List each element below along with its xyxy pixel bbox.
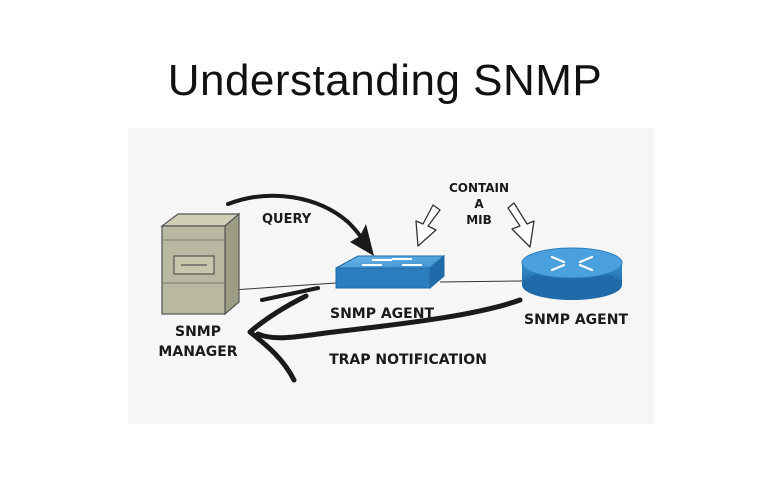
page-title: Understanding SNMP: [167, 56, 603, 105]
switch-icon: [335, 254, 446, 290]
contain-label-line2: A: [474, 197, 484, 211]
trap-arrow: [255, 297, 523, 341]
link-switch-router: [439, 280, 523, 283]
mib-arrow-left-icon: [415, 204, 441, 247]
contain-label-line1: CONTAIN: [449, 181, 509, 195]
trap-arrowhead-icon: [247, 293, 309, 383]
router-icon: [521, 247, 623, 300]
switch-agent-label: SNMP AGENT: [330, 306, 434, 322]
manager-switch-stroke: [260, 286, 320, 302]
query-label: QUERY: [262, 212, 312, 227]
manager-server-icon: [160, 212, 241, 316]
mib-arrow-right-icon: [507, 202, 535, 248]
trap-notification-label: TRAP NOTIFICATION: [329, 352, 487, 368]
query-arrowhead-icon: [350, 224, 374, 256]
manager-label-line2: MANAGER: [158, 344, 237, 360]
manager-label-line1: SNMP: [175, 324, 221, 340]
link-manager-switch: [231, 282, 337, 291]
router-agent-label: SNMP AGENT: [524, 312, 628, 328]
contain-label-line3: MIB: [466, 213, 492, 227]
